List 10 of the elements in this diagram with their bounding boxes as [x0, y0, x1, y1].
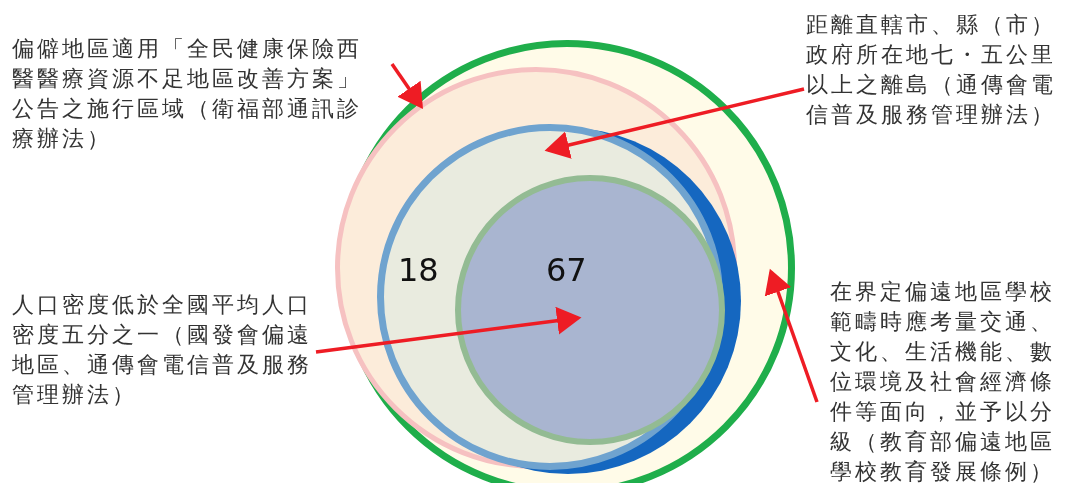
- annotation-text: 距離直轄市、縣（市）政府所在地七・五公里以上之離島（通傳會電信普及服務管理辦法）: [806, 10, 1071, 130]
- count-number: 67: [546, 250, 587, 290]
- arrow: [315, 306, 582, 354]
- annotation-text: 在界定偏遠地區學校範疇時應考量交通、文化、生活機能、數位環境及社會經濟條件等面向，並予以分級（教育部偏遠地區學校教育發展條例）: [830, 277, 1070, 483]
- count-number: 18: [398, 250, 439, 290]
- arrow: [544, 87, 805, 159]
- arrow: [390, 63, 423, 109]
- annotation-text: 偏僻地區適用「全民健康保險西醫醫療資源不足地區改善方案」公告之施行區域（衛福部通訊診療辦法）: [12, 34, 380, 154]
- annotation-text: 人口密度低於全國平均人口密度五分之一（國發會偏遠地區、通傳會電信普及服務管理辦法）: [12, 290, 332, 410]
- arrow: [764, 268, 819, 403]
